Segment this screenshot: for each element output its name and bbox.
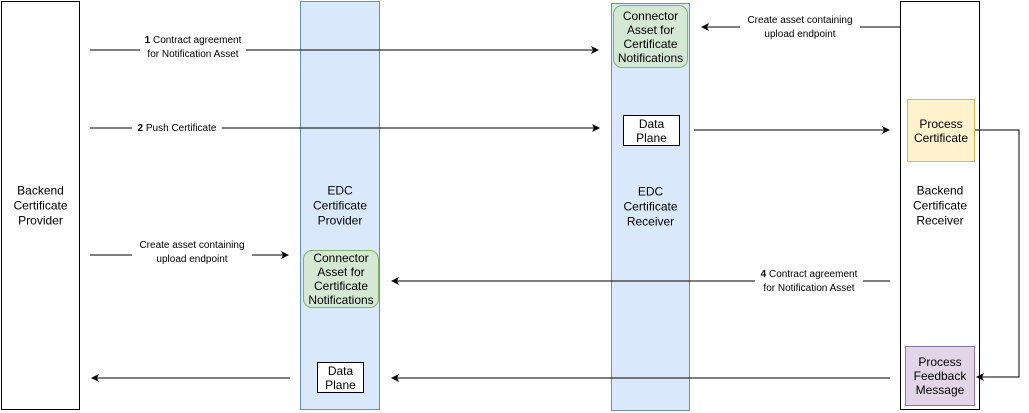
provider-connector-asset-box: Connector Asset for Certificate Notifica… bbox=[303, 250, 379, 308]
receiver-data-plane-box: Data Plane bbox=[623, 115, 680, 146]
edge-label-contract-agreement-4: 4 Contract agreement for Notification As… bbox=[755, 268, 863, 296]
edge-label-text-1: Contract agreement for Notification Asse… bbox=[147, 35, 242, 60]
lane-label-edc-receiver: EDC Certificate Receiver bbox=[623, 184, 678, 229]
edge-label-create-asset-provider: Create asset containing upload endpoint bbox=[132, 239, 252, 267]
edge-label-text-2: Push Certificate bbox=[143, 123, 217, 134]
lane-label-edc-provider: EDC Certificate Provider bbox=[312, 183, 368, 227]
lane-backend-certificate-receiver: Backend Certificate Receiver bbox=[900, 1, 980, 410]
step-number-1: 1 bbox=[144, 35, 151, 46]
edge-label-text-4: Contract agreement for Notification Asse… bbox=[763, 269, 858, 294]
edge-label-contract-agreement-1: 1 Contract agreement for Notification As… bbox=[140, 34, 246, 62]
lane-edc-certificate-provider: EDC Certificate Provider bbox=[300, 1, 380, 410]
lane-label-backend-receiver: Backend Certificate Receiver bbox=[912, 183, 968, 227]
provider-data-plane-box: Data Plane bbox=[317, 362, 364, 393]
lane-edc-certificate-receiver: EDC Certificate Receiver bbox=[611, 3, 690, 411]
lane-backend-certificate-provider: Backend Certificate Provider bbox=[1, 1, 80, 410]
edge-process-certificate-to-feedback bbox=[975, 129, 1020, 381]
receiver-connector-asset-box: Connector Asset for Certificate Notifica… bbox=[613, 5, 688, 68]
process-feedback-message-box: Process Feedback Message bbox=[905, 346, 975, 406]
edge-label-create-asset-receiver: Create asset containing upload endpoint bbox=[740, 14, 860, 42]
process-certificate-box: Process Certificate bbox=[907, 99, 975, 162]
edge-label-push-certificate-2: 2 Push Certificate bbox=[132, 122, 222, 136]
lane-label-backend-provider: Backend Certificate Provider bbox=[13, 183, 68, 227]
step-number-2: 2 bbox=[137, 123, 144, 134]
step-number-4: 4 bbox=[760, 269, 767, 280]
